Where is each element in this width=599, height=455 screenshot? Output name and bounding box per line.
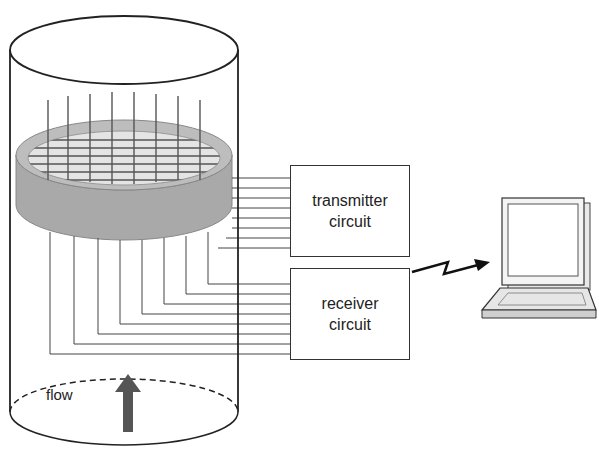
- pipe-wall: [9, 50, 11, 412]
- wireless-arrowhead: [474, 259, 490, 271]
- laptop-icon: [482, 198, 596, 318]
- circuit-box: receiver circuit: [290, 268, 410, 360]
- vertical-wires: [48, 92, 200, 184]
- receiver-wires: [50, 232, 290, 354]
- pipe-wall: [237, 50, 239, 412]
- wireless-link: [412, 262, 478, 274]
- circuit-box: transmitter circuit: [290, 165, 410, 257]
- wire-grid: [20, 140, 230, 180]
- pipe-top: [10, 16, 238, 84]
- box-label: receiver circuit: [299, 293, 401, 335]
- sensor-ring-inside: [28, 131, 220, 185]
- box-label: transmitter circuit: [299, 190, 401, 232]
- transmitter-wires: [218, 178, 290, 248]
- flow-arrow: [115, 374, 141, 432]
- flow-label: flow: [46, 386, 73, 403]
